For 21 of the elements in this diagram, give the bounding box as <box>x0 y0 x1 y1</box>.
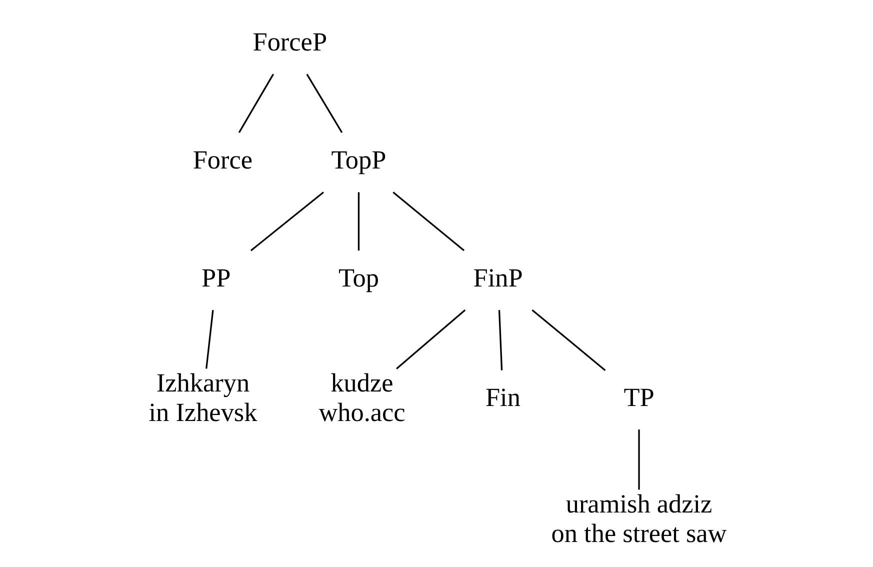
connector <box>306 74 342 133</box>
node-text: Top <box>338 263 378 292</box>
connector <box>638 429 640 490</box>
node-text: FinP <box>472 263 522 292</box>
connector <box>250 192 324 252</box>
connector <box>396 309 466 370</box>
node-text: Izhkaryn in Izhevsk <box>148 368 257 427</box>
node-text: Force <box>192 145 252 174</box>
connector <box>392 192 464 252</box>
node-text: Fin <box>484 383 520 412</box>
node-text: ForceP <box>252 27 327 56</box>
node-text: PP <box>201 263 230 292</box>
node-text: TopP <box>330 145 386 174</box>
connector <box>531 309 606 371</box>
node-text: uramish adziz on the street saw <box>550 490 726 548</box>
connector <box>238 74 274 133</box>
node-text: kudze who.acc <box>318 368 405 427</box>
connector <box>205 310 214 369</box>
connector <box>357 192 360 251</box>
connector <box>498 310 502 370</box>
node-text: TP <box>623 383 654 412</box>
